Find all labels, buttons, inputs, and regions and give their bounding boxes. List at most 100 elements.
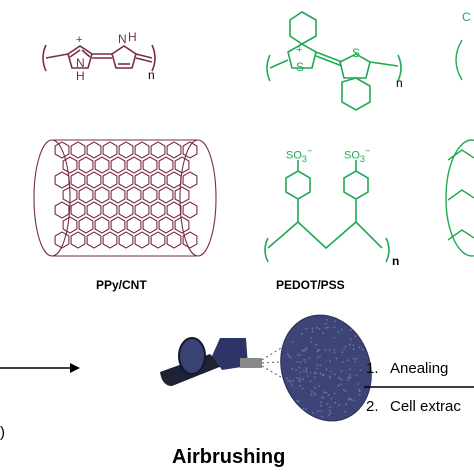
cnt-hexagon: [70, 231, 86, 249]
disc-speck: [316, 350, 319, 353]
disc-speck: [324, 349, 327, 351]
disc-speck: [341, 361, 344, 363]
disc-speck: [330, 370, 332, 373]
partial-paren: ): [0, 424, 5, 441]
disc-speck: [296, 360, 299, 363]
disc-speck: [319, 372, 322, 375]
cnt-hexagon: [94, 186, 110, 204]
disc-speck: [305, 369, 307, 372]
disc-speck: [321, 374, 324, 377]
cnt-hexagon: [62, 216, 78, 234]
disc-speck: [301, 349, 304, 351]
disc-speck: [325, 322, 327, 325]
disc-speck: [325, 391, 328, 394]
cnt-hexagon: [78, 156, 94, 174]
disc-speck: [303, 370, 305, 372]
cnt-hexagon: [70, 171, 86, 189]
disc-speck: [297, 400, 300, 403]
disc-speck: [334, 401, 336, 404]
disc-speck: [324, 327, 327, 329]
cnt-hexagon: [182, 201, 198, 219]
disc-speck: [286, 353, 289, 355]
disc-speck: [299, 385, 301, 387]
disc-speck: [291, 341, 294, 343]
disc-speck: [306, 375, 309, 377]
disc-speck: [357, 383, 359, 385]
disc-speck: [301, 387, 304, 390]
disc-speck: [291, 367, 294, 370]
disc-speck: [301, 332, 303, 335]
pss-minus-left: −: [307, 146, 313, 156]
pss-so3-right: SO3−: [344, 146, 371, 164]
disc-speck: [344, 345, 347, 348]
ppy-h-bottom: H: [76, 69, 85, 83]
cnt-hexagon: [134, 201, 150, 219]
cnt-hexagon: [78, 186, 94, 204]
disc-speck: [315, 343, 317, 346]
disc-speck: [337, 384, 340, 387]
cnt-hexagon: [134, 171, 150, 189]
disc-speck: [288, 355, 290, 358]
cnt-hexagon: [102, 231, 118, 249]
disc-speck: [348, 343, 351, 346]
disc-speck: [349, 328, 352, 331]
cnt-hexagon: [134, 231, 150, 249]
disc-speck: [327, 414, 330, 416]
disc-speck: [305, 367, 308, 370]
pedot-structure: [266, 11, 402, 111]
disc-speck: [349, 373, 352, 376]
disc-speck: [340, 378, 343, 381]
disc-speck: [311, 330, 314, 333]
ppy-ring-1: [67, 45, 93, 69]
label-airbrushing: Airbrushing: [172, 446, 286, 468]
disc-speck: [341, 351, 344, 354]
cnt-hexagon: [86, 171, 102, 189]
cnt-hexagon: [110, 186, 126, 204]
pss-minus-right: −: [365, 146, 371, 156]
cnt-hexagon: [70, 141, 86, 159]
cnt-hexagon: [158, 186, 174, 204]
disc-speck: [314, 387, 317, 389]
cnt-hexagon: [110, 216, 126, 234]
pedot-s-left: S: [296, 60, 305, 74]
disc-speck: [358, 389, 361, 391]
disc-speck: [306, 347, 308, 350]
disc-speck: [309, 371, 312, 374]
disc-speck: [333, 336, 336, 339]
cnt-hexagon: [166, 171, 182, 189]
disc-speck: [317, 410, 320, 413]
cnt-hexagon: [54, 201, 70, 219]
disc-speck: [352, 358, 355, 360]
disc-speck: [352, 344, 355, 347]
cnt-hexagon: [150, 231, 166, 249]
disc-speck: [358, 346, 361, 349]
disc-speck: [326, 326, 329, 329]
disc-speck: [326, 403, 329, 405]
cnt-hexagon: [118, 231, 134, 249]
disc-speck: [347, 398, 350, 400]
disc-speck: [354, 360, 357, 363]
disc-speck: [299, 371, 302, 374]
cnt-hexagon: [158, 156, 174, 174]
cnt-hexagon: [94, 156, 110, 174]
disc-speck: [304, 408, 307, 410]
disc-speck: [304, 361, 307, 363]
cnt-hexagon: [62, 186, 78, 204]
cnt-hexagon: [118, 171, 134, 189]
pss-structure: [264, 160, 390, 263]
disc-speck: [323, 391, 326, 394]
disc-speck: [333, 348, 336, 351]
cnt-hexagon: [118, 141, 134, 159]
pedot-charge: +: [296, 44, 303, 56]
label-pedot-pss: PEDOT/PSS: [276, 278, 345, 292]
disc-speck: [319, 401, 322, 404]
disc-speck: [316, 367, 318, 370]
cnt-hexagon: [182, 231, 198, 249]
cnt-hexagon: [166, 231, 182, 249]
cnt-structure: [33, 139, 217, 257]
disc-speck: [309, 380, 312, 383]
step-1-number: 1.: [366, 360, 379, 377]
disc-speck: [299, 361, 302, 364]
ppy-structure: [42, 44, 156, 72]
